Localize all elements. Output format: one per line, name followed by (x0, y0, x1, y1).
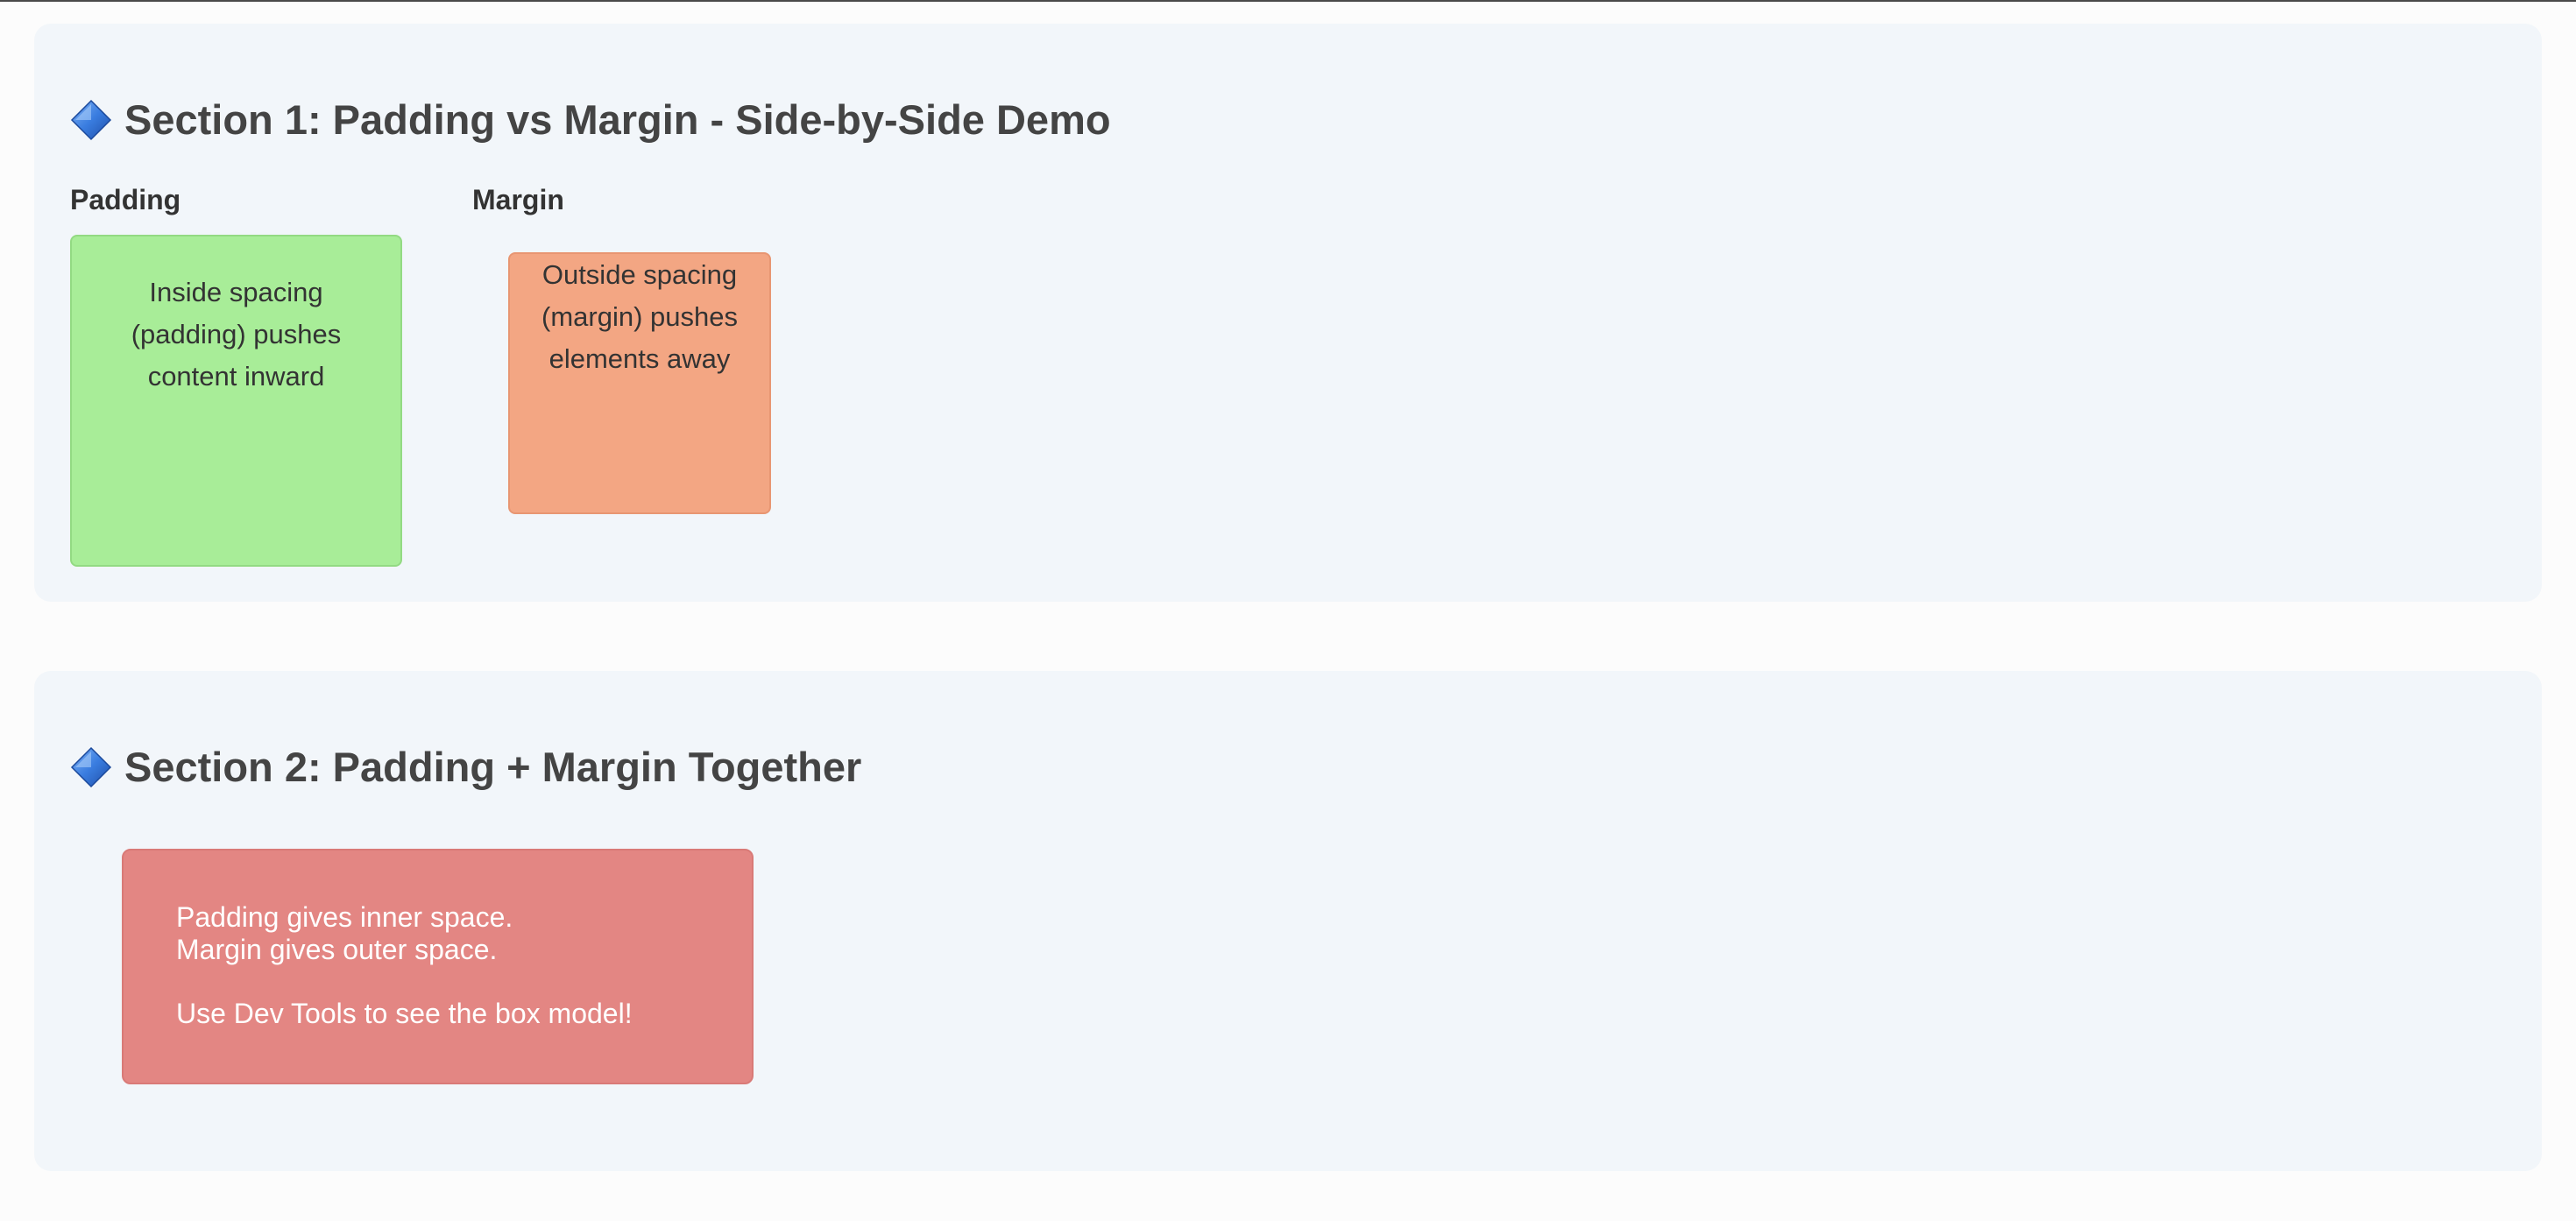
combo-spacer (176, 966, 699, 998)
section-2-title-text: Section 2: Padding + Margin Together (124, 744, 862, 790)
blue-diamond-icon (70, 99, 112, 141)
section-2-title: Section 2: Padding + Margin Together (70, 743, 861, 791)
section-padding-vs-margin: Section 1: Padding vs Margin - Side-by-S… (34, 24, 2542, 602)
margin-label: Margin (472, 184, 564, 215)
padding-demo-text: Inside spacing (padding) pushes content … (131, 277, 342, 392)
combo-line-margin: Margin gives outer space. (176, 934, 498, 965)
combo-line-padding: Padding gives inner space. (176, 901, 513, 933)
top-border-line (0, 0, 2576, 2)
margin-demo-box: Outside spacing (margin) pushes elements… (508, 252, 771, 514)
margin-demo-text: Outside spacing (margin) pushes elements… (541, 259, 738, 374)
blue-diamond-icon (70, 746, 112, 788)
combo-line-devtools: Use Dev Tools to see the box model! (176, 998, 633, 1029)
padding-demo-box: Inside spacing (padding) pushes content … (70, 235, 402, 567)
padding-margin-combo-box: Padding gives inner space. Margin gives … (122, 849, 754, 1084)
padding-label: Padding (70, 184, 181, 215)
section-padding-plus-margin: Section 2: Padding + Margin Together Pad… (34, 671, 2542, 1171)
section-1-title: Section 1: Padding vs Margin - Side-by-S… (70, 95, 1111, 144)
section-1-title-text: Section 1: Padding vs Margin - Side-by-S… (124, 96, 1111, 143)
